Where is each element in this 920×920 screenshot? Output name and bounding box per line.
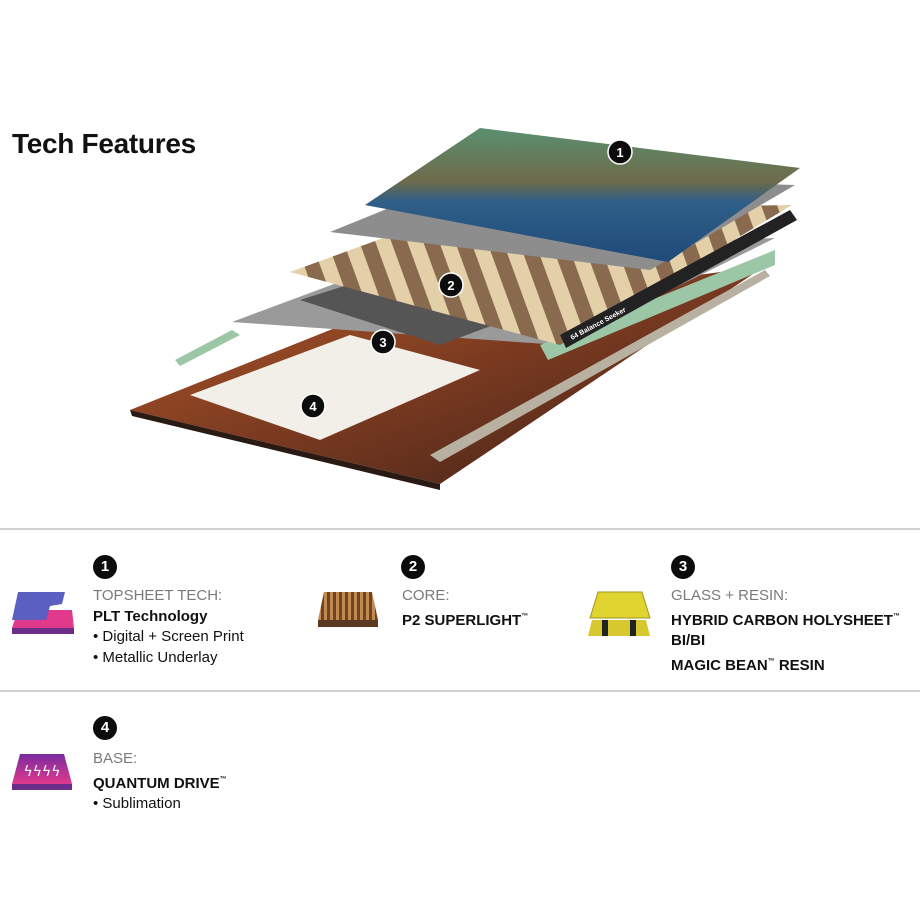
feature-category: GLASS + RESIN:	[671, 587, 789, 604]
feature-name: PLT Technology	[93, 607, 208, 625]
glass-resin-icon	[588, 591, 651, 636]
feature-name: HYBRID CARBON HOLYSHEET™	[671, 611, 900, 629]
svg-text:1: 1	[616, 145, 623, 160]
layer-topsheet	[365, 128, 800, 262]
feature-detail: BI/BI	[671, 632, 706, 649]
page-title: Tech Features	[12, 128, 196, 159]
feature-detail: • Sublimation	[93, 795, 181, 812]
feature-detail: • Metallic Underlay	[93, 648, 218, 666]
wood-core-icon	[318, 592, 378, 627]
feature-category: CORE:	[402, 587, 450, 604]
svg-text:2: 2	[447, 278, 454, 293]
topsheet-icon	[12, 592, 74, 634]
feature-category: TOPSHEET TECH:	[93, 587, 223, 604]
svg-text:3: 3	[379, 335, 386, 350]
lightning-icon: ϟϟϟϟ	[24, 764, 61, 780]
feature-category: BASE:	[93, 750, 138, 767]
feature-number-badge: 2	[401, 555, 425, 579]
feature-number-badge: 3	[671, 555, 695, 579]
divider	[0, 690, 920, 692]
diagram-marker-4: 4	[300, 393, 326, 419]
exploded-board-diagram: 64 Balance Seeker 1 2 3 4	[130, 128, 800, 490]
diagram-marker-3: 3	[370, 329, 396, 355]
feature-detail: • Digital + Screen Print	[93, 628, 244, 645]
feature-name: P2 SUPERLIGHT™	[402, 611, 529, 629]
svg-text:4: 4	[309, 399, 317, 414]
feature-detail: MAGIC BEAN™ RESIN	[671, 656, 825, 674]
diagram-marker-2: 2	[438, 272, 464, 298]
diagram-marker-1: 1	[607, 139, 633, 165]
feature-number-badge: 4	[93, 716, 117, 740]
divider	[0, 528, 920, 530]
feature-number-badge: 1	[93, 555, 117, 579]
base-icon: ϟϟϟϟ	[12, 754, 72, 790]
feature-name: QUANTUM DRIVE™	[93, 774, 227, 792]
